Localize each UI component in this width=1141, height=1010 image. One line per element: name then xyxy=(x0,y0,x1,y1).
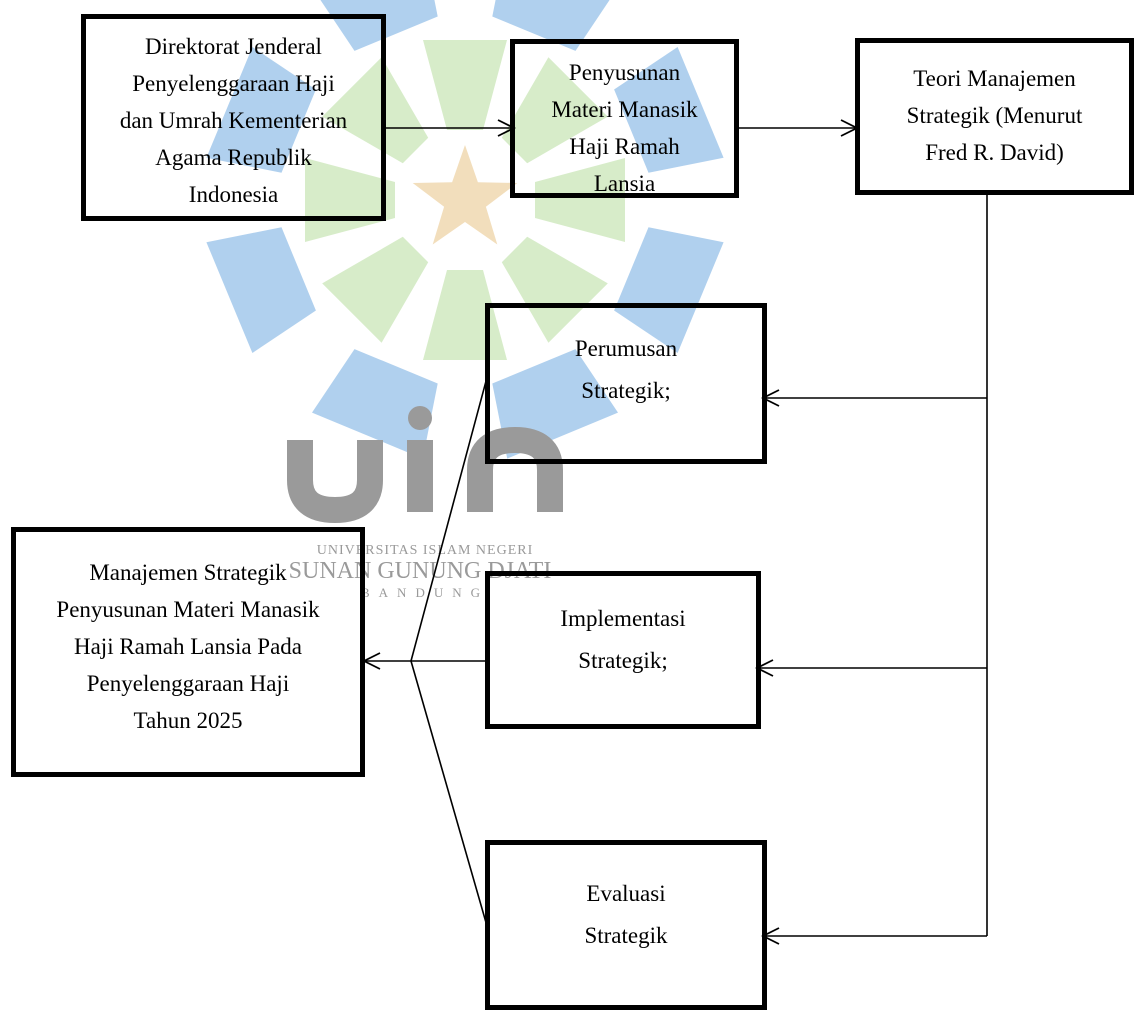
connector-perumusan-to-junction xyxy=(410,369,490,662)
node-manajemen-line: Penyelenggaraan Haji xyxy=(86,671,290,696)
node-perumusan-line: Perumusan xyxy=(574,336,678,361)
node-perumusan: Perumusan Strategik; xyxy=(485,303,767,464)
node-direktorat-line: Indonesia xyxy=(188,182,279,207)
node-manajemen: Manajemen Strategik Penyusunan Materi Ma… xyxy=(11,527,365,777)
node-implementasi: Implementasi Strategik; xyxy=(485,571,761,729)
node-teori-line: Teori Manajemen xyxy=(913,66,1076,91)
node-evaluasi: Evaluasi Strategik xyxy=(485,840,767,1010)
node-perumusan-line: Strategik; xyxy=(581,378,671,403)
node-penyusunan-line: Materi Manasik xyxy=(551,97,698,122)
node-implementasi-line: Implementasi xyxy=(560,606,686,631)
node-evaluasi-line: Strategik xyxy=(584,923,668,948)
node-penyusunan-line: Haji Ramah xyxy=(569,134,680,159)
node-direktorat-line: Agama Republik xyxy=(155,145,312,170)
node-penyusunan-line: Penyusunan xyxy=(568,60,681,85)
connector-evaluasi-to-junction xyxy=(410,660,490,934)
node-direktorat-line: Direktorat Jenderal xyxy=(145,34,322,59)
node-penyusunan: Penyusunan Materi Manasik Haji Ramah Lan… xyxy=(510,39,739,198)
node-teori-line: Fred R. David) xyxy=(925,140,1064,165)
node-evaluasi-line: Evaluasi xyxy=(586,881,666,906)
node-manajemen-line: Tahun 2025 xyxy=(133,708,243,733)
node-direktorat-line: dan Umrah Kementerian xyxy=(119,108,348,133)
node-direktorat: Direktorat Jenderal Penyelenggaraan Haji… xyxy=(81,14,386,221)
node-penyusunan-line: Lansia xyxy=(593,171,656,196)
node-implementasi-line: Strategik; xyxy=(578,648,668,673)
node-manajemen-line: Penyusunan Materi Manasik xyxy=(56,597,320,622)
node-teori-line: Strategik (Menurut xyxy=(906,103,1083,128)
node-teori: Teori Manajemen Strategik (Menurut Fred … xyxy=(855,38,1134,195)
node-manajemen-line: Manajemen Strategik xyxy=(89,560,287,585)
node-direktorat-line: Penyelenggaraan Haji xyxy=(132,71,335,96)
node-manajemen-line: Haji Ramah Lansia Pada xyxy=(73,634,302,659)
